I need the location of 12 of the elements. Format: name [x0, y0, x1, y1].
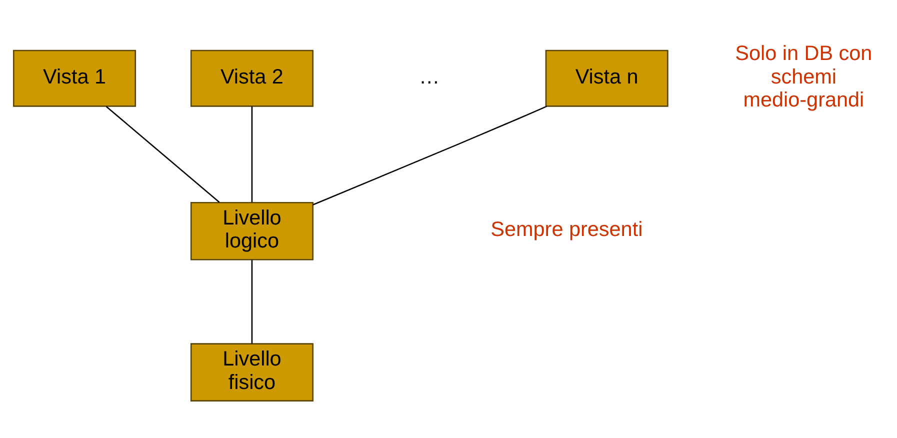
- label: Sempre presenti: [490, 218, 643, 241]
- node-box: Vista n: [545, 49, 668, 106]
- node-box: Livello logico: [190, 202, 314, 260]
- connector: [312, 105, 547, 205]
- node-box: Vista 1: [13, 49, 136, 106]
- connector: [251, 259, 253, 344]
- connector: [251, 106, 253, 202]
- label: Solo in DB con schemi medio-grandi: [735, 41, 872, 112]
- label: …: [419, 64, 440, 88]
- node-box: Vista 2: [190, 49, 314, 106]
- node-box: Livello fisico: [190, 342, 314, 401]
- connector: [106, 106, 220, 202]
